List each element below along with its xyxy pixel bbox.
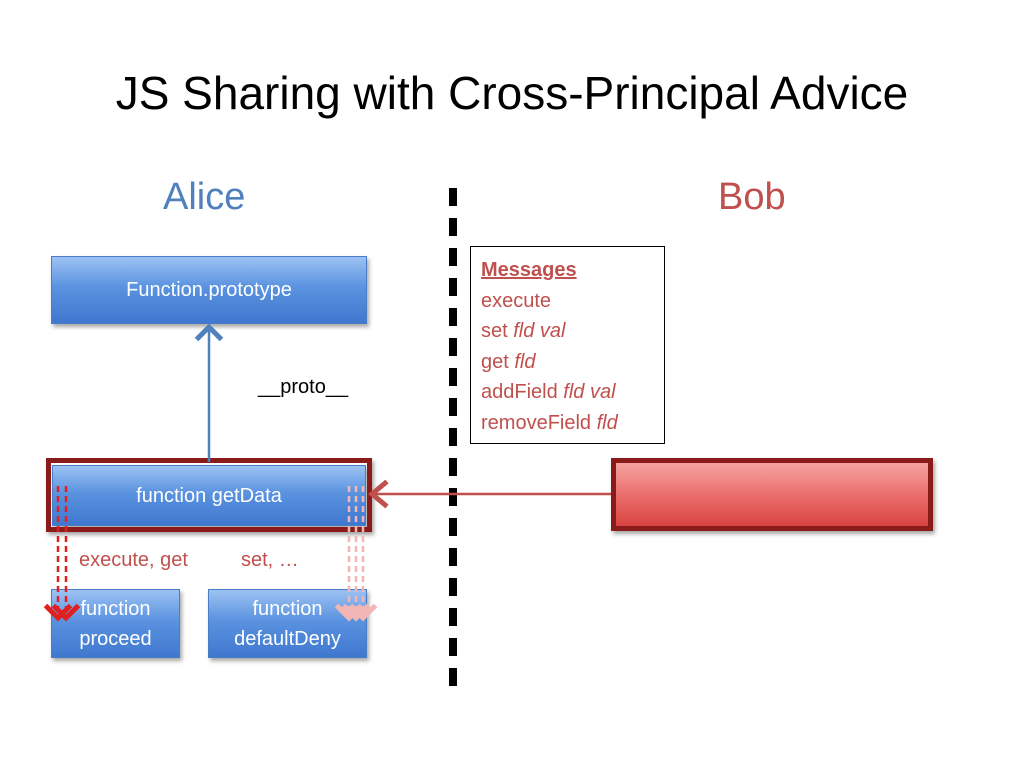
proceed-line2: proceed <box>79 627 152 650</box>
slide-title: JS Sharing with Cross-Principal Advice <box>115 67 909 119</box>
messages-box: Messages execute set fld val get fld add… <box>470 246 665 444</box>
defaultdeny-line1: function <box>252 597 323 620</box>
function-getdata-node: function getData <box>52 465 366 526</box>
set-etc-label: set, … <box>241 549 299 571</box>
function-defaultdeny-node: function defaultDeny <box>208 589 367 658</box>
function-prototype-node: Function.prototype <box>51 256 367 324</box>
message-item: addField fld val <box>481 381 616 403</box>
proceed-line1: function <box>80 597 151 620</box>
message-item: set fld val <box>481 320 566 342</box>
proto-edge-label: __proto__ <box>258 376 349 398</box>
message-item: get fld <box>481 350 536 373</box>
defaultdeny-line2: defaultDeny <box>234 627 341 650</box>
message-item: execute <box>481 289 552 312</box>
alice-heading: Alice <box>163 176 246 218</box>
message-item: removeField fld <box>481 411 618 434</box>
messages-header: Messages <box>481 259 577 281</box>
function-proceed-node: function proceed <box>51 589 180 658</box>
bob-object-node <box>611 458 933 531</box>
bob-heading: Bob <box>718 176 786 218</box>
execute-get-label: execute, get <box>79 549 188 571</box>
